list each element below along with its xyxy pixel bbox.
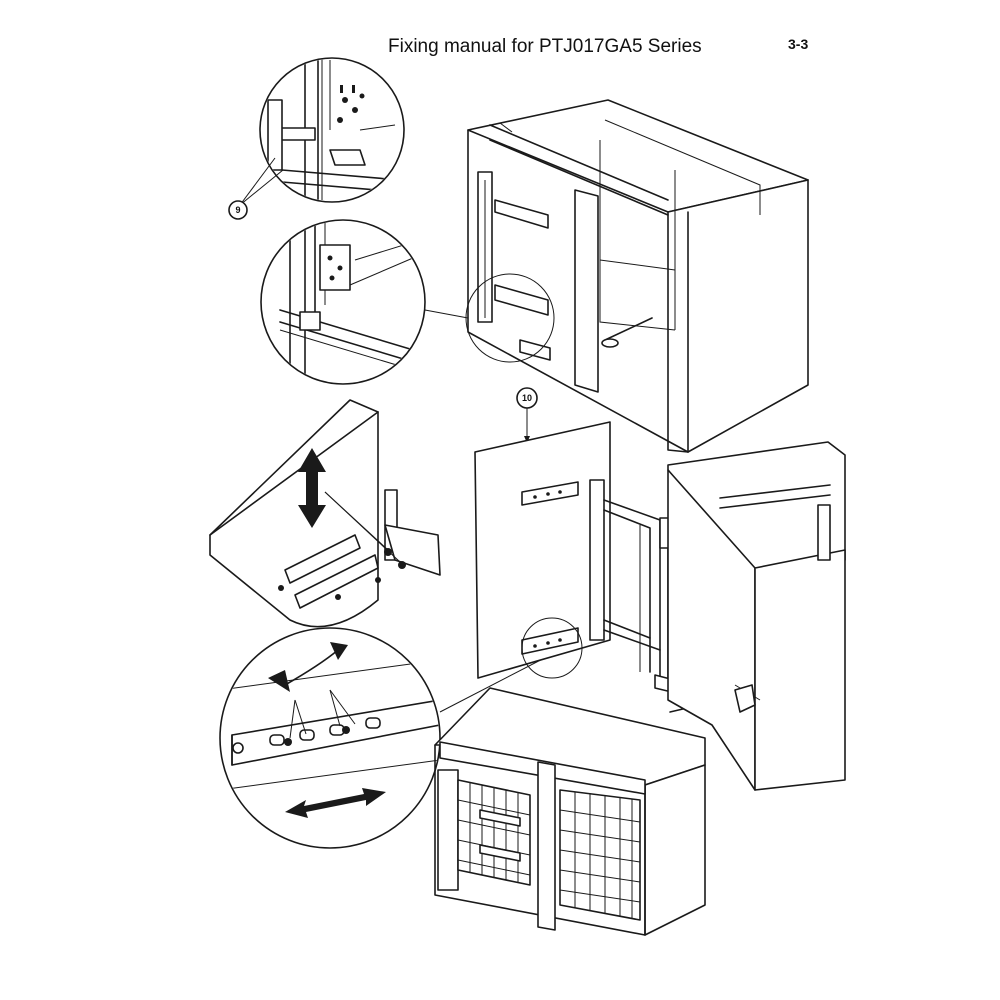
callout-step-10: 10 bbox=[516, 387, 538, 443]
callout-step-9: 9 bbox=[228, 200, 248, 220]
cabinet-frame-installed bbox=[465, 99, 809, 453]
vertical-adjust-arrow-icon bbox=[298, 448, 326, 528]
detail-circle-bracket-screws bbox=[239, 57, 405, 206]
page-number: 3-3 bbox=[788, 36, 809, 52]
rotate-arrow-icon bbox=[268, 642, 348, 692]
callout-10-label: 10 bbox=[522, 393, 532, 403]
callout-9-label: 9 bbox=[235, 205, 240, 215]
right-basket bbox=[559, 789, 641, 921]
page-title: Fixing manual for PTJ017GA5 Series bbox=[388, 36, 702, 57]
cabinet-with-baskets bbox=[434, 687, 706, 936]
horizontal-adjust-arrow-icon bbox=[285, 788, 386, 818]
left-basket-stack bbox=[437, 769, 531, 891]
detail-circle-slide-adjust bbox=[219, 627, 561, 849]
door-slide-adjustment bbox=[209, 399, 441, 628]
detail-circle-rail-fixed bbox=[260, 219, 469, 385]
cabinet-open-side bbox=[667, 441, 846, 791]
